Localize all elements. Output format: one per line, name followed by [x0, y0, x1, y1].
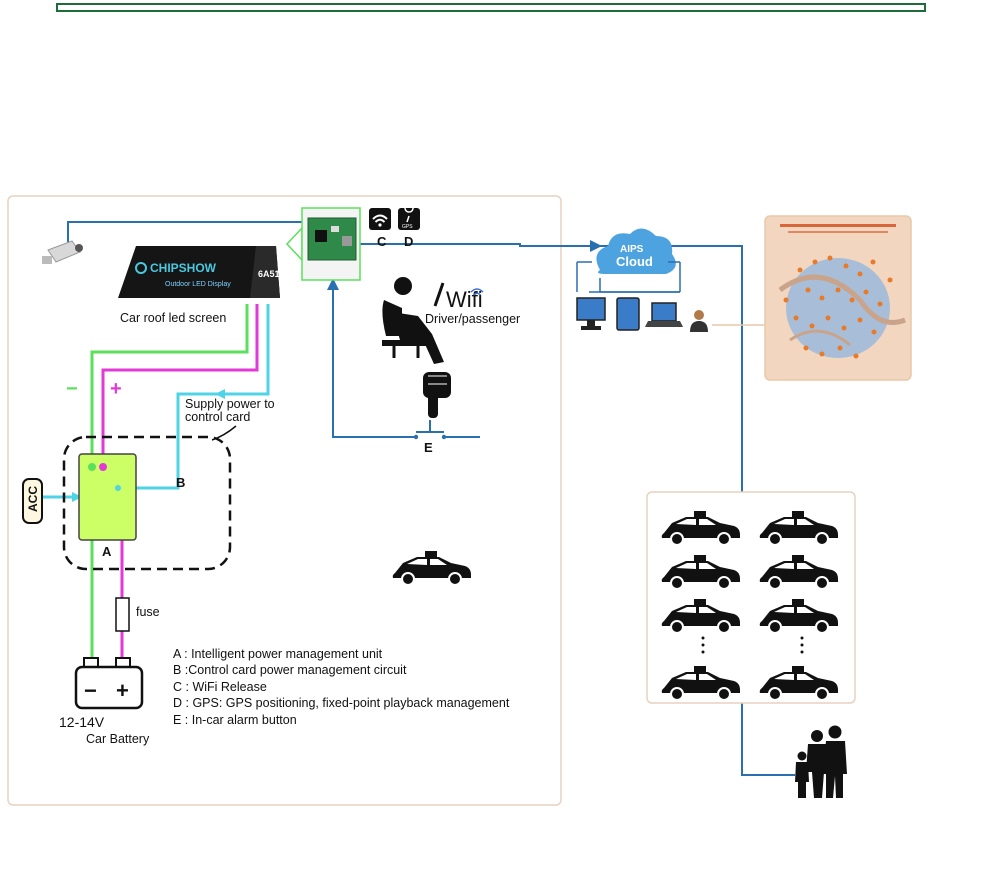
wifi-label: Wifi [446, 287, 483, 312]
family-icon [795, 725, 847, 798]
car-battery: − + [74, 657, 144, 710]
passenger-seat-icon [382, 277, 444, 364]
fuse-label: fuse [136, 605, 160, 619]
node-a-label: A [102, 544, 112, 559]
screen-brand: CHIPSHOW [150, 261, 217, 275]
screen-tagline: Outdoor LED Display [165, 281, 231, 288]
legend: A : Intelligent power management unit B … [173, 647, 510, 727]
power-management-box [62, 435, 232, 571]
acc-badge [22, 478, 43, 524]
driver-passenger-label: Driver/passenger [425, 312, 520, 326]
acc-arrow-icon [72, 492, 82, 502]
alarm-button-icon [413, 420, 447, 440]
battery-voltage: 12-14V [59, 714, 105, 730]
legend-item-b: B :Control card power management circuit [173, 663, 407, 677]
fleet-panel [646, 491, 856, 704]
cloud-label-1: AIPS [620, 244, 644, 255]
power-unit-a [78, 453, 137, 541]
supply-power-label-1: Supply power to [185, 397, 275, 411]
arrow-right-icon [590, 240, 602, 252]
vehicle-panel [7, 195, 562, 806]
plus-label: + [110, 378, 122, 400]
node-c-label: C [377, 234, 387, 249]
network-lines [67, 221, 795, 776]
fuse-symbol [115, 597, 130, 632]
terminal-card [115, 485, 121, 491]
wifi-icon [369, 208, 391, 230]
laptop-icon [645, 302, 683, 327]
node-d-label: D [404, 234, 413, 249]
legend-item-d: D : GPS: GPS positioning, fixed-point pl… [173, 696, 510, 710]
user-icon [690, 310, 708, 332]
cloud-label-2: Cloud [616, 254, 653, 269]
minus-label: − [66, 378, 78, 400]
cloud-bus [599, 278, 680, 293]
cloud-icon: AIPS Cloud [596, 228, 676, 274]
supply-power-label-2: control card [185, 410, 250, 424]
terminal-pos [99, 463, 107, 471]
car-roof-led-screen: CHIPSHOW Outdoor LED Display 6A51 [118, 246, 280, 298]
legend-item-e: E : In-car alarm button [173, 713, 297, 727]
power-wires [40, 304, 270, 660]
leader-line [211, 425, 237, 441]
camera-icon [42, 240, 83, 264]
screen-side-text: 6A51 [258, 269, 280, 279]
gps-badge-text: GPS [402, 224, 413, 230]
acc-label: ACC [26, 486, 40, 512]
control-card [285, 207, 361, 281]
hand-press-icon [423, 372, 451, 418]
car-roof-screen-label: Car roof led screen [120, 311, 226, 325]
desktop-icon [576, 297, 606, 330]
top-frame-bar [56, 3, 926, 12]
arrow-up-icon [327, 278, 339, 290]
supply-arrow-icon [215, 389, 225, 399]
tablet-icon [616, 297, 640, 331]
gps-icon: GPS [398, 203, 420, 230]
legend-item-a: A : Intelligent power management unit [173, 647, 383, 661]
battery-minus: − [84, 678, 97, 703]
wifi-label-group: Wifi [433, 282, 484, 312]
battery-label: Car Battery [86, 732, 150, 746]
node-e-label: E [424, 440, 433, 455]
node-b-label: B [176, 475, 185, 490]
ellipsis-dots [701, 636, 804, 654]
legend-item-c: C : WiFi Release [173, 680, 267, 694]
battery-plus: + [116, 678, 129, 703]
terminal-neg [88, 463, 96, 471]
map-thumbnail [764, 215, 912, 381]
